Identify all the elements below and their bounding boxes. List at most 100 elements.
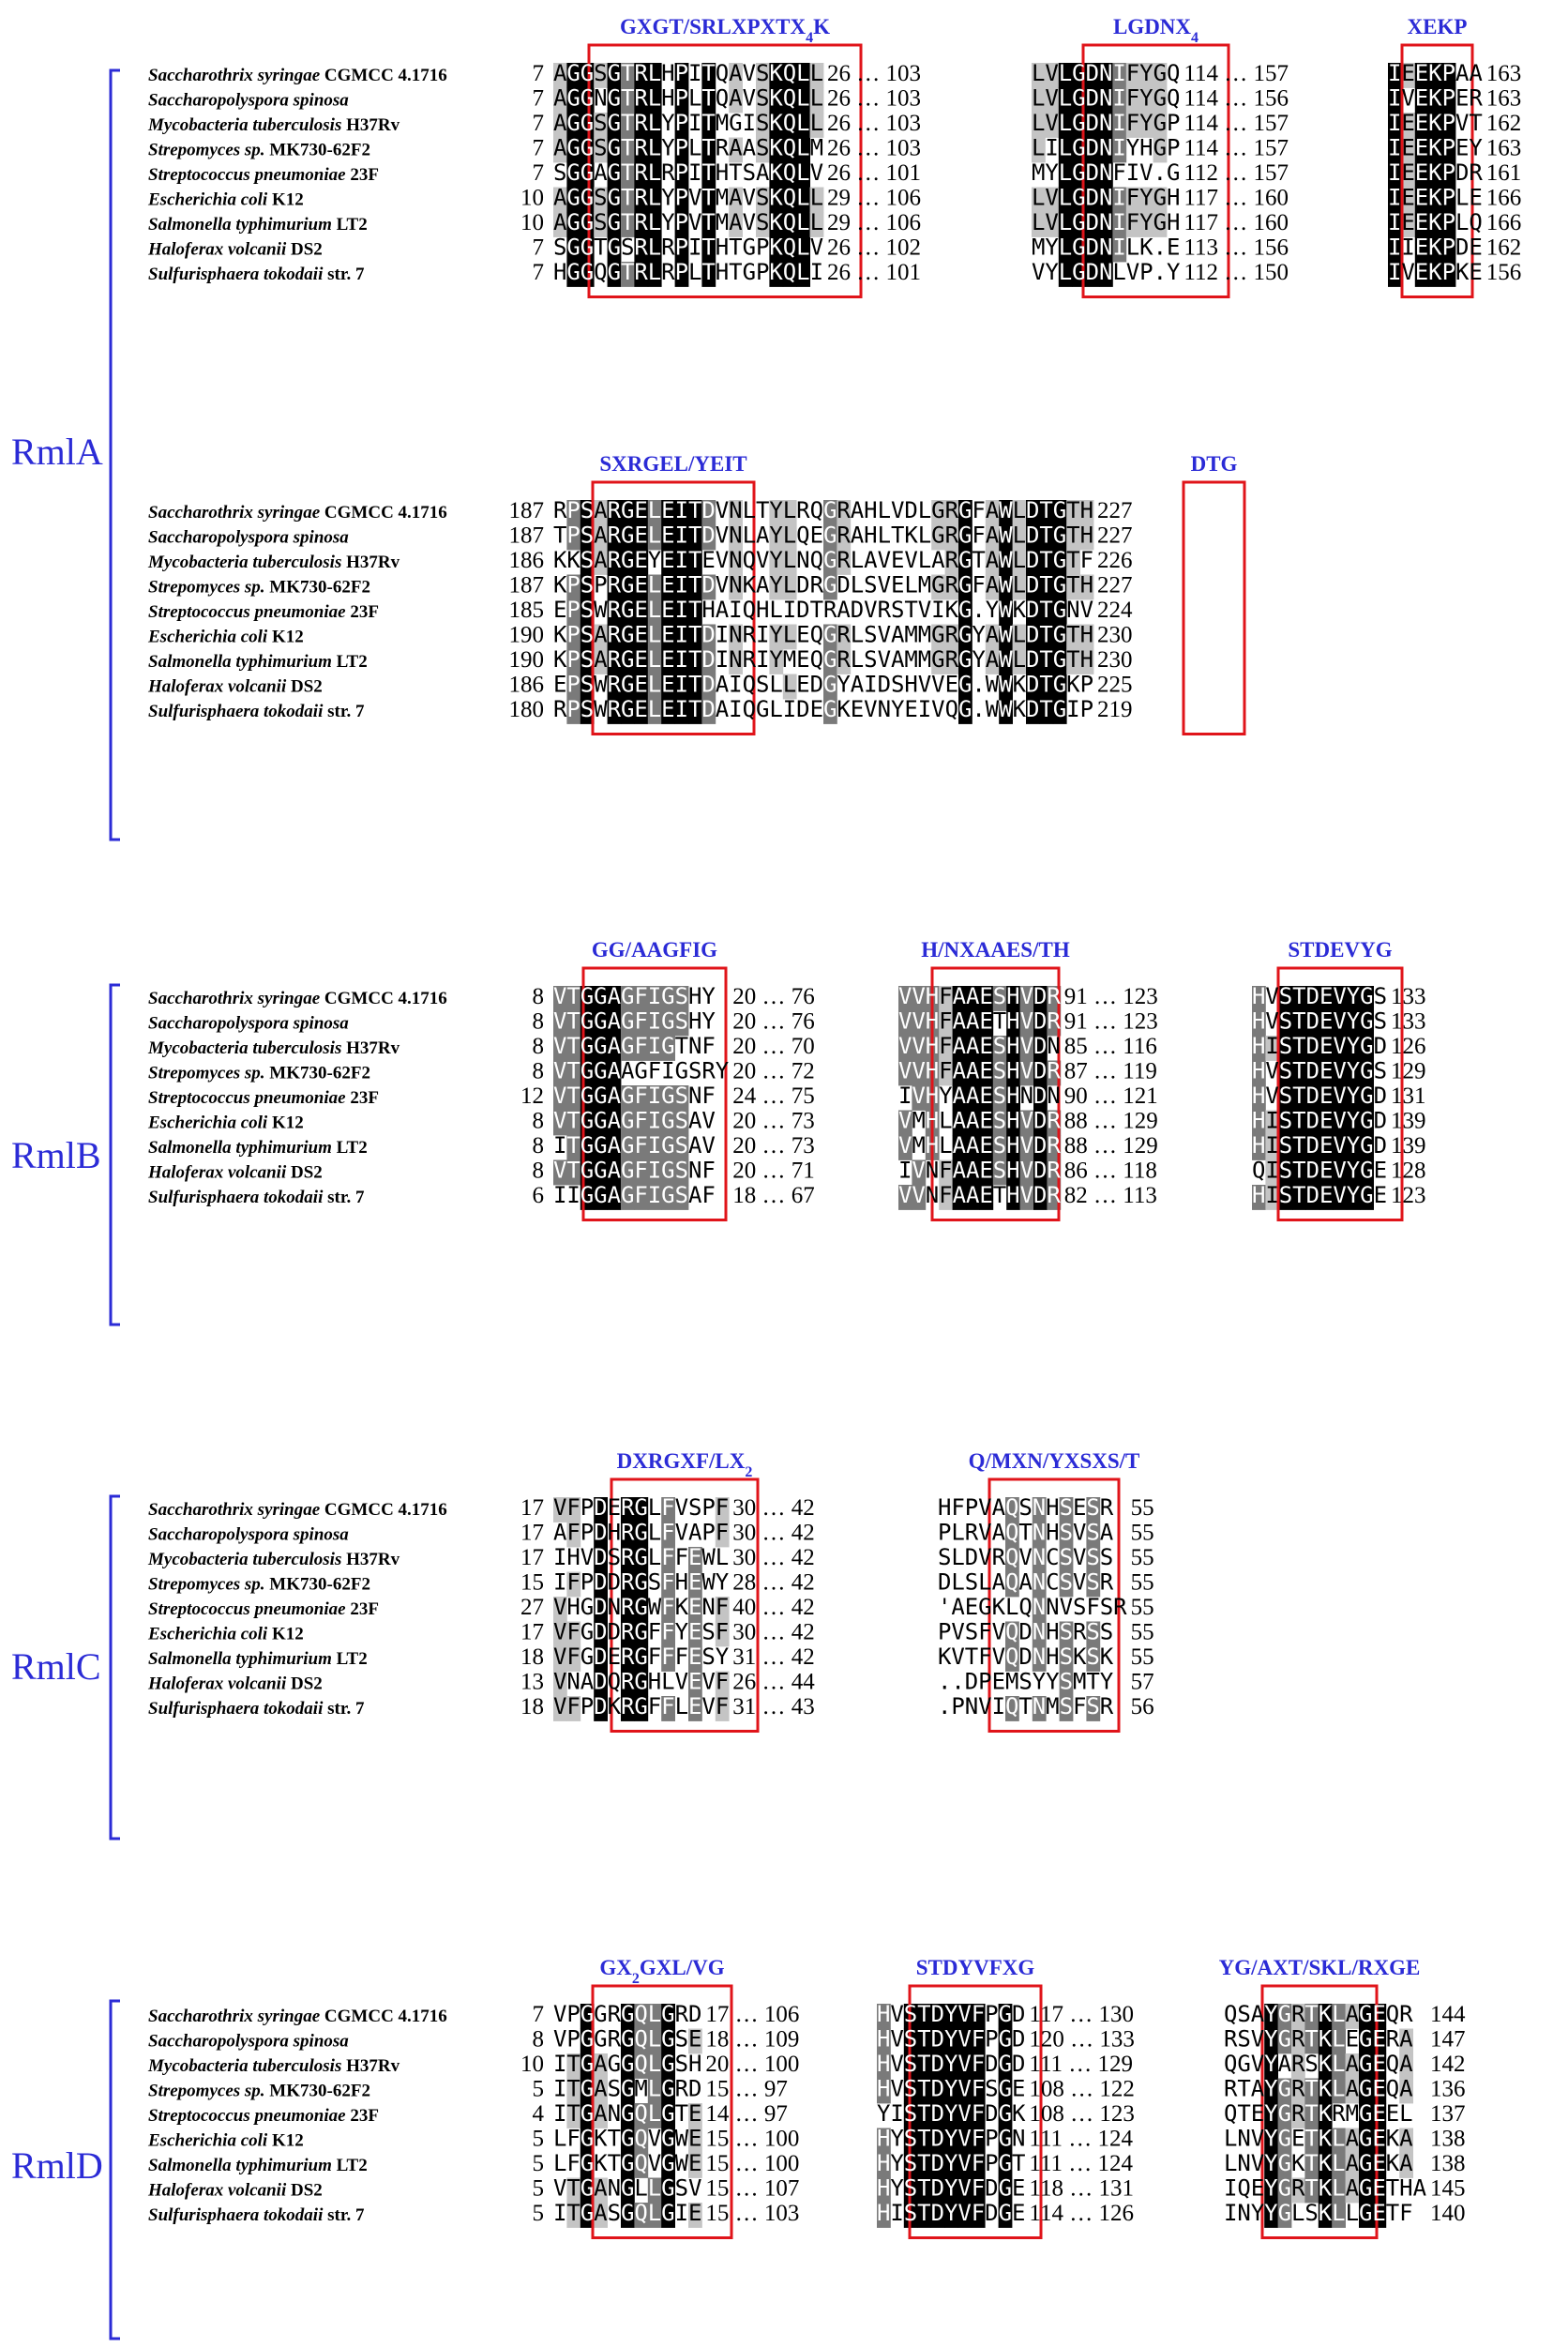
rmla-bottom-cell: [566, 649, 581, 674]
rmlb-cell: [566, 1135, 581, 1160]
rmlb-cell: [566, 1085, 581, 1111]
rmla-top-range-number: 163: [1486, 61, 1522, 86]
rmla-bottom-residue: A: [837, 597, 851, 623]
rmlc-residue: I: [553, 1544, 566, 1570]
rmla-bottom-residue: T: [1066, 572, 1079, 598]
rmla-bottom-residue: N: [729, 497, 742, 523]
organism-strain: str. 7: [323, 2205, 365, 2225]
rmla-top-residue: I: [1112, 209, 1125, 235]
rmla-bottom-organism-name: Streptococcus pneumoniae 23F: [148, 602, 379, 622]
rmla-bottom-residue: T: [756, 497, 769, 523]
rmlc-residue: F: [661, 1619, 674, 1645]
rmlb-residue: N: [1047, 1083, 1060, 1109]
rmla-top-range-number: 162: [1486, 235, 1522, 261]
rmlb-residue: E: [1319, 1182, 1333, 1208]
rmla-top-residue: L: [796, 60, 809, 86]
rmlc-residue: A: [553, 1520, 567, 1546]
rmla-bottom-range-number: 230: [1097, 623, 1133, 648]
rmld-residue: V: [1251, 2126, 1264, 2152]
rmla-top-residue: E: [1455, 135, 1469, 161]
rmlb-residue: A: [966, 1182, 980, 1208]
rmla-top-residue: R: [661, 159, 675, 186]
rmla-top-cell: [756, 137, 770, 163]
rmla-bottom-cell: [580, 500, 595, 525]
rmlc-label: RmlC: [11, 1645, 101, 1688]
rmld-residue: S: [675, 2051, 688, 2077]
rmld-residue: A: [1399, 2076, 1413, 2102]
rmla-bottom-cell: [1079, 524, 1094, 551]
rmlc-residue: Q: [608, 1669, 621, 1695]
rmlb-cell: [1278, 1159, 1293, 1186]
rmla-bottom-cell: [1039, 674, 1054, 700]
rmla-top-residue: M: [1032, 235, 1045, 261]
rmlc-residue: F: [951, 1494, 964, 1521]
rmlb-residue: V: [912, 1008, 925, 1035]
rmld-residue: T: [1386, 2200, 1399, 2226]
rmlb-residue: V: [553, 1158, 566, 1184]
rmla-bottom-residue: N: [729, 622, 742, 648]
rmla-bottom-cell: [729, 524, 743, 551]
rmlc-residue: D: [594, 1669, 607, 1695]
rmla-bottom-residue: H: [756, 597, 769, 623]
rmla-bottom-residue: V: [864, 696, 877, 722]
organism-strain: LT2: [332, 652, 368, 672]
rmld-residue: G: [580, 2126, 594, 2152]
rmlb-residue: T: [566, 1158, 580, 1184]
rmlc-range-number: 30 … 42: [732, 1620, 815, 1645]
rmlb-residue: G: [580, 1108, 594, 1134]
rmla-bottom-cell: [647, 524, 662, 551]
rmla-top-residue: L: [648, 185, 661, 211]
rmla-bottom-residue: E: [661, 547, 674, 573]
rmlc-residue: D: [594, 1644, 607, 1670]
rmlb-residue: S: [1374, 1058, 1387, 1084]
rmlc-residue: N: [566, 1669, 580, 1695]
rmlc-residue: N: [701, 1594, 715, 1620]
rmlb-residue: S: [1279, 1182, 1292, 1208]
rmla-bottom-cell: [621, 674, 635, 700]
rmla-bottom-residue: R: [553, 497, 567, 523]
rmla-top-cell: [1139, 187, 1153, 213]
rmla-top-cell: [580, 87, 595, 114]
rmlc-residue: Q: [1005, 1693, 1018, 1719]
rmla-bottom-cell: [701, 500, 716, 525]
rmla-top-cell: [553, 63, 567, 88]
rmla-top-range-number: 26 … 103: [827, 61, 921, 86]
rmld-residue: S: [1237, 2026, 1250, 2053]
rmla-top-residue: I: [810, 259, 823, 285]
rmla-top-organism-name: Sulfurisphaera tokodaii str. 7: [148, 265, 365, 284]
organism-genus: Saccharothrix syringae: [148, 989, 321, 1008]
rmla-top-residue: P: [1442, 110, 1455, 136]
rmld-residue: Q: [634, 2150, 647, 2176]
rmlb-cell: [607, 1085, 622, 1111]
rmla-bottom-residue: R: [608, 547, 622, 573]
rmlb-cell: [939, 1010, 953, 1037]
organism-genus: Streptococcus pneumoniae: [148, 165, 346, 185]
rmlb-cell: [1006, 1060, 1020, 1086]
rmld-residue: S: [904, 2026, 917, 2053]
rmlb-cell: [952, 1185, 967, 1210]
rmla-top-residue: L: [810, 85, 823, 112]
rmla-top-residue: I: [1388, 110, 1401, 136]
rmlb-residue: R: [701, 1058, 716, 1084]
rmlb-cell: [992, 986, 1007, 1011]
rmlc-residue: A: [580, 1669, 595, 1695]
rmlb-cell: [1360, 1060, 1374, 1086]
rmld-residue: Y: [890, 2175, 904, 2202]
rmla-bottom-residue: S: [580, 523, 594, 549]
rmlb-residue: V: [1333, 1083, 1346, 1109]
organism-strain: 23F: [346, 1088, 379, 1108]
rmld-start-number: 5: [533, 2127, 545, 2152]
rmla-bottom-cell: [985, 524, 1000, 551]
rmla-bottom-residue: Y: [972, 622, 986, 648]
rmla-bottom-residue: L: [783, 672, 796, 698]
rmla-top-residue: D: [1086, 110, 1099, 136]
rmla-top-cell: [756, 63, 770, 88]
rmla-bottom-cell: [621, 550, 635, 575]
rmla-bottom-cell: [634, 674, 649, 700]
rmlc-residue: S: [1086, 1644, 1099, 1670]
rmla-bottom-cell: [823, 524, 837, 551]
rmla-bottom-residue: V: [1080, 597, 1093, 623]
rmla-bottom-residue: D: [837, 572, 850, 598]
rmlb-cell: [607, 1110, 622, 1136]
rmla-bottom-residue: V: [716, 547, 729, 573]
